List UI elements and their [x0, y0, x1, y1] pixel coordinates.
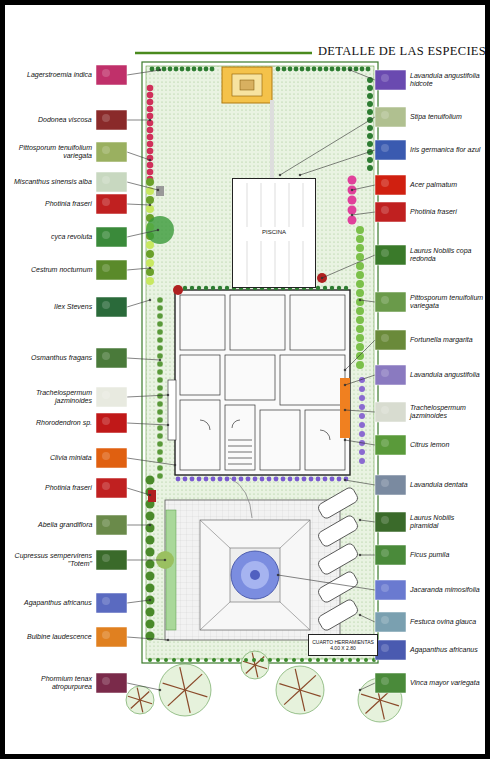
- species-label: Rhorodendron sp.: [35, 419, 93, 427]
- species-label: Lavandula dentata: [409, 481, 469, 489]
- species-label: Festuca ovina glauca: [409, 618, 477, 626]
- species-label: Citrus lemon: [409, 441, 450, 449]
- species-label: Bulbine laudescence: [26, 633, 93, 641]
- species-label: Trachelospermum jazminoides: [5, 389, 93, 405]
- species-label: Fortunella margarita: [409, 336, 474, 344]
- species-label: Photinia fraseri: [44, 200, 93, 208]
- tool-room-box: CUARTO HERRAMIENTAS4.00 X 2.80: [308, 634, 378, 656]
- species-label: Pittosporum tenuifolium variegata: [409, 294, 485, 310]
- species-label: Agapanthus africanus: [23, 599, 93, 607]
- species-label: Laurus Nobilis copa redonda: [409, 247, 485, 263]
- species-label: Phormium tenax atropurpurea: [5, 675, 93, 691]
- species-label: Agapanthus africanus: [409, 646, 479, 654]
- species-label: Cupressus sempervirens "Totem": [5, 552, 93, 568]
- node-text: PISCINA: [261, 229, 287, 237]
- species-label: Lavandula angustifolia: [409, 371, 481, 379]
- species-label: Lavandula angustifolia hidcote: [409, 72, 485, 88]
- species-label: Vinca mayor variegata: [409, 679, 481, 687]
- species-label: Iris germanica flor azul: [409, 146, 481, 154]
- species-label: Pittosporum tenuifolium variegata: [5, 144, 93, 160]
- species-label: cyca revoluta: [50, 233, 93, 241]
- species-label: Photinia fraseri: [409, 208, 458, 216]
- node-text: 4.00 X 2.80: [329, 645, 357, 652]
- species-label: Laurus Nobilis piramidal: [409, 514, 485, 530]
- species-label: Dodonea viscosa: [37, 116, 93, 124]
- species-label: Photinia fraseri: [44, 484, 93, 492]
- species-label: Lagerstroemia indica: [26, 71, 93, 79]
- species-label: Stipa tenuifolium: [409, 113, 463, 121]
- species-label: Clivia miniata: [49, 454, 93, 462]
- species-label: Abelia grandiflora: [37, 521, 93, 529]
- species-label: Jacaranda mimosifolia: [409, 586, 481, 594]
- species-label: Ilex Stevens: [53, 303, 93, 311]
- pool-box: PISCINA: [232, 178, 316, 288]
- species-label: Ficus pumila: [409, 551, 450, 559]
- species-label: Osmanthus fragans: [30, 354, 93, 362]
- species-label: Miscanthus sinensis alba: [13, 178, 93, 186]
- species-label: Cestrum nocturnum: [30, 266, 93, 274]
- species-label: Acer palmatum: [409, 181, 458, 189]
- poster-title: DETALLE DE LAS ESPECIES: [318, 44, 486, 59]
- species-label: Trachelospermum jazminoides: [409, 404, 485, 420]
